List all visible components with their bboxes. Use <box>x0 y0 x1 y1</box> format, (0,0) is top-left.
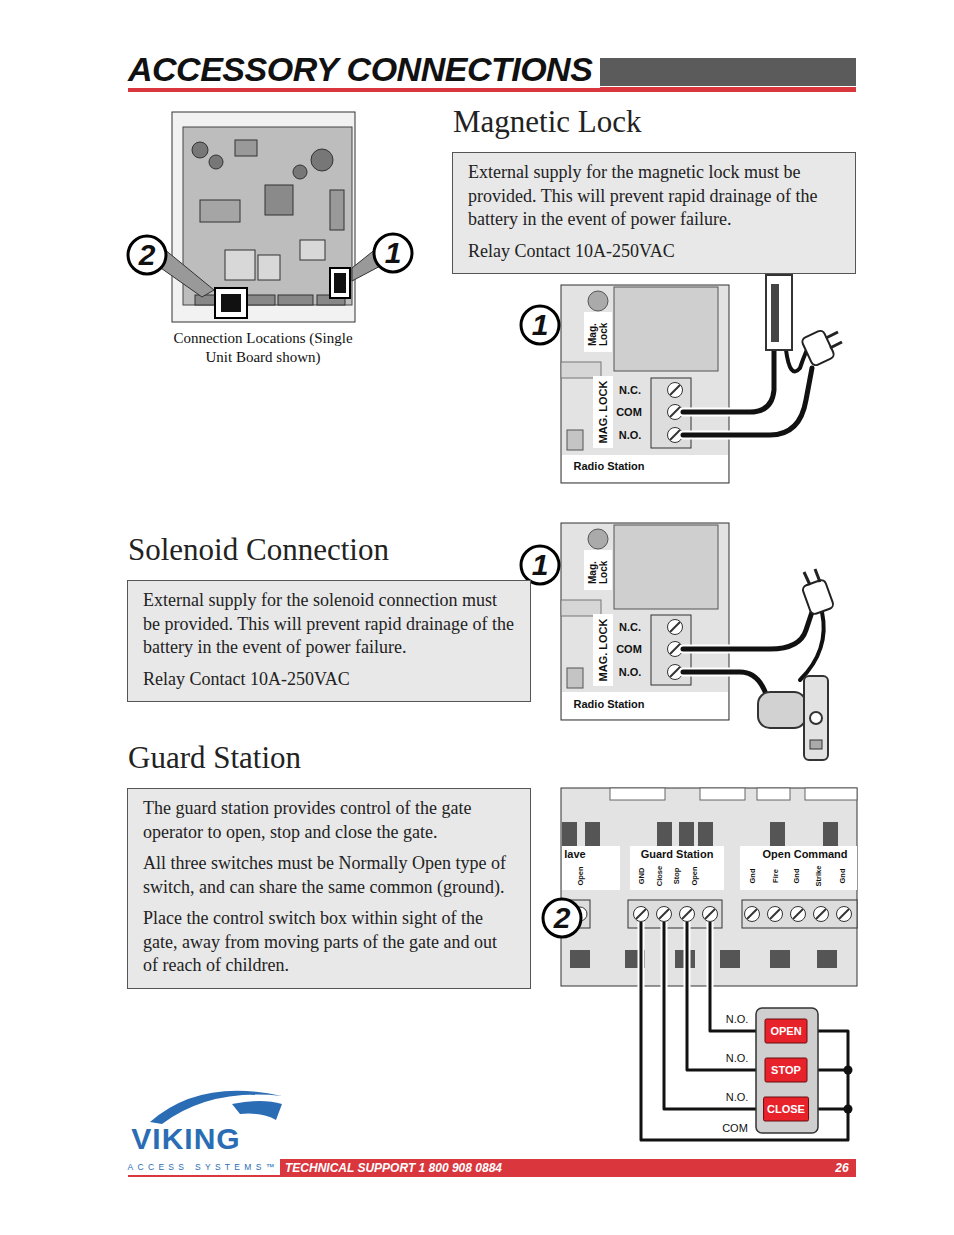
junction-dot <box>844 1066 853 1075</box>
brand-tagline: ACCESS SYSTEMS™ <box>128 1162 279 1172</box>
push-button: OPEN <box>765 1019 808 1044</box>
board-label: Radio Station <box>574 698 645 710</box>
note-text: Relay Contact 10A-250VAC <box>468 240 841 264</box>
brand-name: VIKING <box>131 1123 240 1155</box>
pin-name: COM <box>616 643 642 655</box>
pin-name: N.O. <box>619 429 642 441</box>
callout-number: 1 <box>385 237 402 269</box>
terminal-label: lave <box>564 848 585 860</box>
board-label: Mag. Lock <box>587 554 609 584</box>
pin-name: N.C. <box>619 621 641 633</box>
pin-name: Fire <box>771 869 780 883</box>
guard-board <box>543 788 857 986</box>
board-overview <box>128 112 412 322</box>
footer-text: TECHNICAL SUPPORT 1 800 908 0884 <box>285 1161 502 1175</box>
button-label: STOP <box>769 1059 804 1082</box>
section-heading: Guard Station <box>128 741 301 775</box>
footer-text: 26 <box>835 1161 848 1175</box>
note-text: Relay Contact 10A-250VAC <box>143 668 516 692</box>
note-text: Place the control switch box within sigh… <box>143 907 516 978</box>
pin-name: Strike <box>814 866 823 887</box>
pin-name: GND <box>637 868 646 885</box>
push-button: CLOSE <box>763 1097 809 1122</box>
terminal-label: Open Command <box>763 848 848 860</box>
magnetic-lock-device <box>766 275 842 367</box>
pin-name: Gnd <box>838 869 847 884</box>
callout-number: 2 <box>554 902 571 934</box>
maglock-panel <box>521 285 729 483</box>
terminal-label: MAG. LOCK <box>597 381 609 444</box>
board-label: Radio Station <box>574 460 645 472</box>
section-heading: Magnetic Lock <box>453 105 642 139</box>
terminal-label: MAG. LOCK <box>597 619 609 682</box>
maglock-wires <box>683 340 812 435</box>
board-label: Mag. Lock <box>587 316 609 346</box>
guard-wires <box>641 922 848 1140</box>
pin-name: Gnd <box>748 869 757 884</box>
logo-swoosh <box>150 1091 282 1124</box>
note-box: Guard StationThe guard station provides … <box>127 788 531 989</box>
callout-number: 2 <box>139 239 156 271</box>
push-button: STOP <box>765 1058 808 1083</box>
figure-caption: Connection Locations (Single Unit Board … <box>171 329 356 367</box>
junction-dot <box>844 1105 853 1114</box>
pin-name: Open <box>690 866 699 885</box>
note-text: External supply for the magnetic lock mu… <box>468 161 841 232</box>
pin-name: Open <box>576 866 585 885</box>
callout-number: 1 <box>532 549 549 581</box>
note-text: All three switches must be Normally Open… <box>143 852 516 899</box>
footer-rule <box>128 1175 280 1177</box>
button-label: OPEN <box>769 1020 804 1043</box>
callout-number: 1 <box>532 309 549 341</box>
solenoid-lock-device <box>758 569 834 760</box>
pin-name: COM <box>616 406 642 418</box>
pin-name: Close <box>655 866 664 886</box>
section-heading: Solenoid Connection <box>128 533 389 567</box>
pin-name: Gnd <box>792 869 801 884</box>
page-title: ACCESSORY CONNECTIONS <box>126 50 600 88</box>
wire-label: N.O. <box>726 1052 749 1064</box>
pin-name: N.O. <box>619 666 642 678</box>
wire-label: N.O. <box>726 1013 749 1025</box>
wire-label: COM <box>722 1122 748 1134</box>
solenoid-wires <box>683 612 824 700</box>
footer-band <box>280 1159 856 1177</box>
note-box: Magnetic LockExternal supply for the mag… <box>452 152 856 274</box>
note-box: Solenoid ConnectionExternal supply for t… <box>127 580 531 702</box>
switch-box <box>756 1008 818 1133</box>
pin-name: N.C. <box>619 384 641 396</box>
button-label: CLOSE <box>767 1098 805 1121</box>
note-text: External supply for the solenoid connect… <box>143 589 516 660</box>
wire-label: N.O. <box>726 1091 749 1103</box>
note-text: The guard station provides control of th… <box>143 797 516 844</box>
pin-name: Stop <box>672 868 681 885</box>
terminal-label: Guard Station <box>641 848 714 860</box>
solenoid-panel <box>521 523 729 720</box>
